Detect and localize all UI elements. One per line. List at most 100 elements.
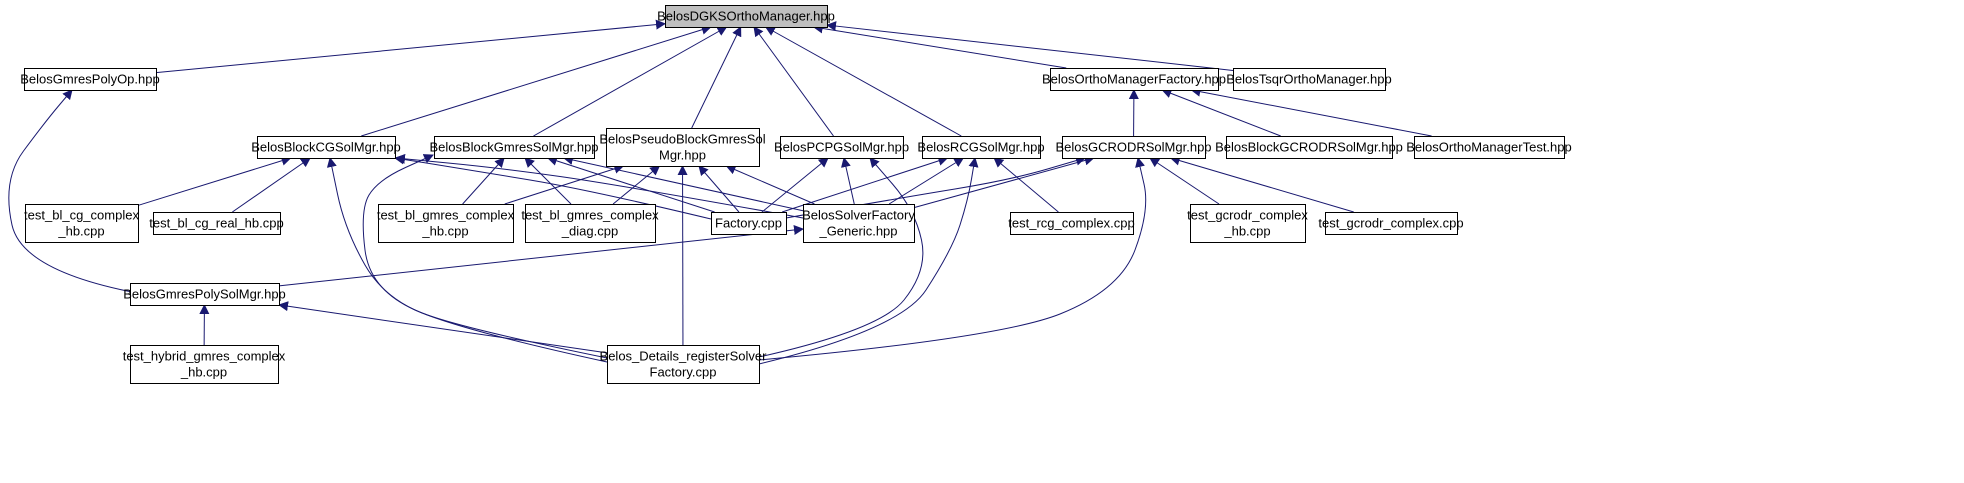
node-gcrodr[interactable]: BelosGCRODRSolMgr.hpp [1055,136,1212,159]
node-box [780,136,904,159]
node-label: BelosBlockGCRODRSolMgr.hpp [1215,140,1403,155]
node-label: test_bl_gmres_complex [377,208,515,223]
node-cgcomplex[interactable]: test_bl_cg_complex_hb.cpp [24,204,139,243]
node-orthotest[interactable]: BelosOrthoManagerTest.hpp [1406,136,1572,159]
node-pcpg[interactable]: BelosPCPGSolMgr.hpp [774,136,909,159]
node-box [525,204,656,243]
node-factory[interactable]: Factory.cpp [711,212,787,235]
node-label: test_rcg_complex.cpp [1008,216,1134,231]
node-gmrespolysol[interactable]: BelosGmresPolySolMgr.hpp [123,283,286,306]
edge-rcgcomplex-to-rcg [993,157,1059,213]
node-cgreal[interactable]: test_bl_cg_real_hb.cpp [149,212,284,235]
node-label: test_gcrodr_complex.cpp [1318,216,1463,231]
edge-blockgcrodr-to-orthofactory [1161,88,1281,137]
node-orthofactory[interactable]: BelosOrthoManagerFactory.hpp [1042,68,1226,91]
node-box [1233,68,1386,91]
node-rcg[interactable]: BelosRCGSolMgr.hpp [917,136,1045,159]
node-label: BelosTsqrOrthoManager.hpp [1226,72,1391,87]
node-box [434,136,595,159]
node-dgks[interactable]: BelosDGKSOrthoManager.hpp [657,5,835,28]
node-label: test_gcrodr_complex [1187,208,1308,223]
node-label: _diag.cpp [561,224,618,239]
edge-factory-to-pseudo [698,165,740,213]
node-box [130,283,280,306]
edge-gmrescomplex-to-blockgmres [462,157,505,205]
node-gcrodrcomplex[interactable]: test_gcrodr_complex.cpp [1318,212,1464,235]
node-box [378,204,514,243]
edge-blockgmres-to-dgks [533,26,728,137]
node-box [803,204,915,243]
node-box [665,5,828,28]
node-label: Mgr.hpp [659,148,706,163]
node-label: BelosGCRODRSolMgr.hpp [1055,140,1211,155]
node-blockcg[interactable]: BelosBlockCGSolMgr.hpp [251,136,401,159]
edge-cgcomplex-to-blockcg [137,155,292,206]
edge-solverfactory-to-pcpg [841,157,855,205]
node-solverfactory[interactable]: BelosSolverFactory_Generic.hpp [802,204,915,243]
node-blockgcrodr[interactable]: BelosBlockGCRODRSolMgr.hpp [1215,136,1403,159]
node-label: test_bl_cg_complex [24,208,139,223]
edge-gmrespolyop-to-dgks [155,19,666,74]
node-tsqr[interactable]: BelosTsqrOrthoManager.hpp [1226,68,1392,91]
edge-gmrespolysol-to-gmrespolyop [8,89,133,293]
node-box [1190,204,1306,243]
edge-rcg-to-dgks [764,26,962,137]
node-box [1325,212,1458,235]
edge-blockcg-to-dgks [361,24,712,137]
node-label: _hb.cpp [57,224,104,239]
node-gcrodrhb[interactable]: test_gcrodr_complex_hb.cpp [1187,204,1308,243]
node-gmresdiag[interactable]: test_bl_gmres_complex_diag.cpp [521,204,659,243]
node-box [25,204,139,243]
node-gmrescomplex[interactable]: test_bl_gmres_complex_hb.cpp [377,204,515,243]
edge-gcrodrhb-to-gcrodr [1149,157,1220,205]
node-label: BelosGmresPolySolMgr.hpp [123,287,286,302]
edge-register-to-rcg [758,157,979,365]
node-label: test_bl_cg_real_hb.cpp [149,216,283,231]
edge-register-to-gcrodr [758,157,1147,361]
node-label: _Generic.hpp [818,224,897,239]
node-rcgcomplex[interactable]: test_rcg_complex.cpp [1008,212,1135,235]
node-label: Factory.cpp [650,365,717,380]
node-label: test_bl_gmres_complex [521,208,659,223]
node-box [1010,212,1134,235]
edge-gmrescomplex-to-pseudo [504,163,625,205]
node-label: BelosOrthoManagerTest.hpp [1406,140,1571,155]
nodes-layer: BelosDGKSOrthoManager.hppBelosGmresPolyO… [20,5,1572,384]
edge-factory-to-rcg [781,156,949,213]
node-label: BelosGmresPolyOp.hpp [20,72,159,87]
node-box [1062,136,1206,159]
edge-orthofactory-to-dgks [812,23,1067,69]
node-label: BelosSolverFactory [802,208,915,223]
node-box [1226,136,1393,159]
edge-factory-to-blockgmres [546,156,715,213]
edge-gmresdiag-to-blockgmres [524,157,572,205]
node-blockgmres[interactable]: BelosBlockGmresSolMgr.hpp [429,136,599,159]
edge-solverfactory-to-rcg [888,157,965,205]
node-label: _hb.cpp [1223,224,1270,239]
node-box [257,136,396,159]
node-label: BelosPseudoBlockGmresSol [599,132,765,147]
node-box [607,345,760,384]
node-label: _hb.cpp [421,224,468,239]
edge-tsqr-to-dgks [826,21,1234,71]
node-label: BelosOrthoManagerFactory.hpp [1042,72,1226,87]
node-label: _hb.cpp [180,365,227,380]
node-box [1414,136,1565,159]
edge-register-to-blockgmres [362,154,608,363]
node-label: test_hybrid_gmres_complex [123,349,286,364]
node-label: BelosBlockGmresSolMgr.hpp [429,140,598,155]
node-box [24,68,157,91]
edge-orthotest-to-orthofactory [1190,86,1432,137]
edge-solverfactory-to-gcrodr [913,155,1095,209]
node-box [711,212,787,235]
edge-gcrodrcomplex-to-gcrodr [1169,155,1354,213]
edge-factory-to-pcpg [761,157,829,213]
node-label: Belos_Details_registerSolver [600,349,768,364]
node-gmrespolyop[interactable]: BelosGmresPolyOp.hpp [20,68,160,91]
node-label: BelosPCPGSolMgr.hpp [774,140,909,155]
edge-gmrespolysol-to-solverfactory [278,225,804,287]
node-hybrid[interactable]: test_hybrid_gmres_complex_hb.cpp [123,345,286,384]
